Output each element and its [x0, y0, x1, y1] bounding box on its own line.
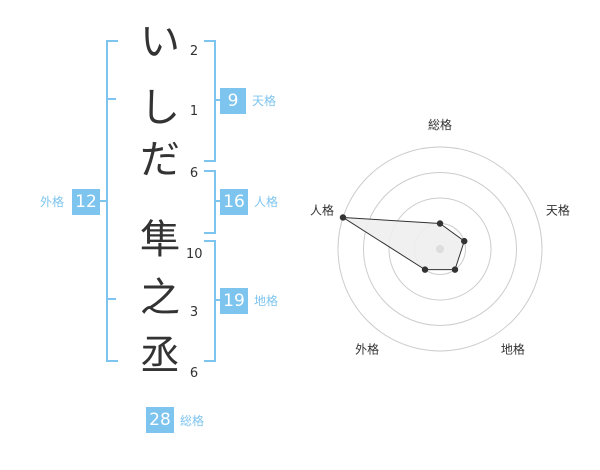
radar-rings	[337, 146, 543, 352]
radar-ring-2	[388, 197, 492, 301]
tenkaku-label: 天格	[252, 94, 277, 108]
name-char-4: 隼	[140, 217, 180, 263]
radar-ring-4	[337, 146, 543, 352]
stroke-count-1: 2	[189, 44, 199, 59]
radar-point-1	[461, 237, 468, 245]
jinkaku-connector	[214, 200, 220, 202]
jinkaku-value: 16	[220, 189, 248, 215]
radar-point-2	[451, 266, 459, 273]
stroke-count-3: 6	[189, 166, 199, 181]
chikaku-bracket	[204, 240, 216, 362]
name-char-6: 丞	[140, 333, 180, 379]
jinkaku-bracket	[204, 170, 216, 234]
soukaku-label: 総格	[180, 414, 205, 428]
name-char-2: し	[140, 85, 180, 131]
radar-point-3	[421, 266, 429, 273]
stroke-count-6: 6	[189, 366, 199, 381]
radar-point-0	[436, 220, 444, 227]
name-char-1: い	[140, 19, 180, 65]
stroke-count-5: 3	[189, 305, 199, 320]
gaikaku-connector	[100, 200, 108, 202]
radar-axis-label-3: 外格	[355, 341, 379, 356]
chikaku-value: 19	[220, 288, 248, 314]
soukaku-value: 28	[146, 407, 174, 433]
jinkaku-label: 人格	[254, 195, 279, 209]
gaikaku-label: 外格	[40, 195, 65, 209]
radar-axis-label-4: 人格	[310, 203, 334, 218]
gaikaku-value: 12	[72, 189, 100, 215]
stroke-count-4: 10	[186, 247, 203, 262]
gaikaku-tick-top	[106, 98, 116, 100]
radar-ring-3	[363, 172, 517, 326]
radar-polygon	[342, 216, 465, 271]
name-char-3: だ	[140, 137, 180, 183]
radar-axis-label-2: 地格	[501, 341, 525, 356]
radar-axis-label-0: 総格	[428, 117, 452, 132]
chikaku-connector	[214, 299, 220, 301]
radar-point-4	[339, 214, 347, 221]
radar-axis-label-1: 天格	[546, 203, 570, 218]
tenkaku-connector	[214, 99, 220, 101]
chikaku-label: 地格	[254, 294, 279, 308]
radar-center-dot	[436, 245, 444, 253]
radar-points	[339, 214, 468, 273]
stroke-count-2: 1	[189, 104, 199, 119]
tenkaku-bracket	[204, 40, 216, 162]
gaikaku-tick-bottom	[106, 298, 116, 300]
tenkaku-value: 9	[220, 88, 246, 114]
name-char-5: 之	[140, 275, 180, 321]
